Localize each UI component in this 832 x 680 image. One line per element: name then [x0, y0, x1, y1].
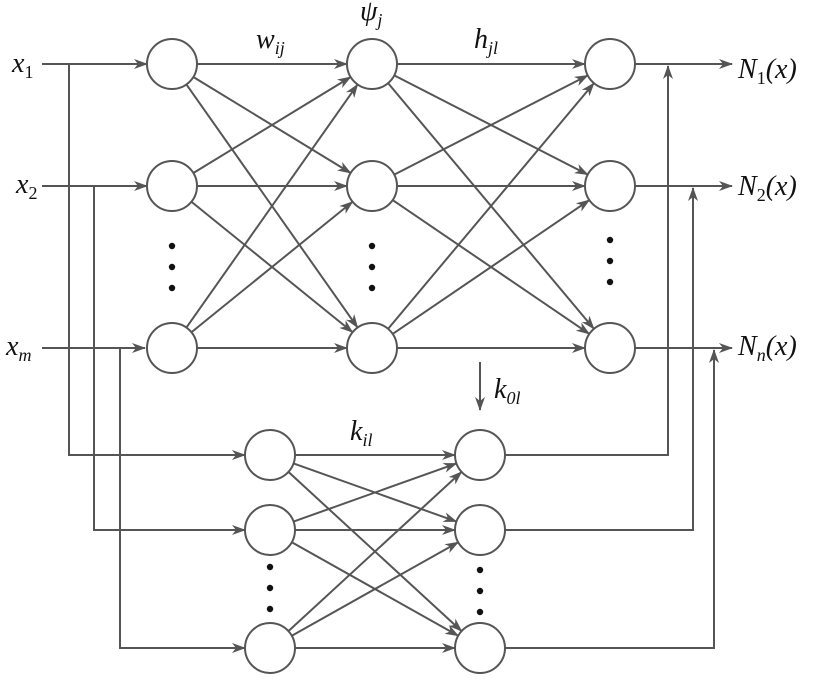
hjl-edge-3-2 — [392, 199, 591, 335]
direct-input-ellipsis-dot-1 — [266, 563, 274, 571]
direct-output-node-2 — [454, 504, 506, 556]
direct-output-ellipsis-dot-1 — [476, 566, 484, 574]
wij-edge-3-2 — [190, 200, 354, 334]
input-node-1 — [146, 38, 198, 90]
hidden-ellipsis-dot-3 — [368, 284, 376, 292]
branch-line-1 — [68, 64, 246, 460]
activation-label-psi: ψj — [360, 0, 382, 30]
direct-input-node-1 — [244, 429, 296, 481]
direct-input-ellipsis-dot-3 — [266, 605, 274, 613]
wij-edge-2-1 — [192, 76, 352, 174]
hjl-edge-3-1 — [387, 82, 595, 330]
output-label-2: N2(x) — [737, 171, 797, 205]
feedback-line-3 — [505, 349, 719, 649]
output-ellipsis-dot-2 — [606, 257, 614, 265]
ellipsis-group — [168, 236, 614, 616]
output-node-2 — [584, 160, 636, 212]
branch-line-2 — [93, 186, 246, 535]
kil-edge-2-1 — [293, 462, 458, 523]
output-label-n: Nn(x) — [737, 331, 797, 365]
labels-group: x1 x2 xm N1(x) N2(x) Nn(x) wij ψj hjl ki… — [5, 0, 797, 450]
kil-edge-3-2 — [291, 541, 460, 637]
weight-label-kil: kil — [350, 416, 372, 450]
direct-output-node-3 — [454, 622, 506, 674]
bias-label-k0l: k0l — [494, 374, 520, 408]
hidden-node-2 — [346, 160, 398, 212]
input-node-3 — [146, 322, 198, 374]
hjl-edge-2-1 — [393, 74, 589, 176]
output-label-1: N1(x) — [737, 54, 797, 88]
input-ellipsis-dot-1 — [168, 242, 176, 250]
input-node-2 — [146, 160, 198, 212]
kil-edge-3-1 — [287, 471, 463, 632]
hidden-ellipsis-dot-2 — [368, 263, 376, 271]
output-ellipsis-dot-1 — [606, 236, 614, 244]
wij-edge-3-1 — [185, 83, 359, 329]
input-label-2: x2 — [15, 169, 37, 203]
direct-output-ellipsis-dot-2 — [476, 587, 484, 595]
direct-output-ellipsis-dot-3 — [476, 608, 484, 616]
nodes-group — [146, 38, 636, 674]
hidden-ellipsis-dot-1 — [368, 242, 376, 250]
weight-label-wij: wij — [256, 24, 285, 58]
weight-label-hjl: hjl — [474, 24, 498, 58]
direct-input-node-3 — [244, 622, 296, 674]
output-node-1 — [584, 38, 636, 90]
feedback-line-2 — [505, 187, 698, 531]
direct-input-node-2 — [244, 504, 296, 556]
edges-group — [42, 59, 733, 653]
direct-input-ellipsis-dot-2 — [266, 584, 274, 592]
direct-output-node-1 — [454, 429, 506, 481]
hidden-node-3 — [346, 322, 398, 374]
feedback-line-1 — [505, 65, 673, 456]
input-label-1: x1 — [11, 48, 33, 82]
input-ellipsis-dot-3 — [168, 284, 176, 292]
branch-line-m — [119, 366, 246, 653]
output-node-3 — [584, 322, 636, 374]
output-ellipsis-dot-3 — [606, 278, 614, 286]
hidden-node-1 — [346, 38, 398, 90]
input-ellipsis-dot-2 — [168, 263, 176, 271]
input-label-m: xm — [5, 331, 31, 365]
